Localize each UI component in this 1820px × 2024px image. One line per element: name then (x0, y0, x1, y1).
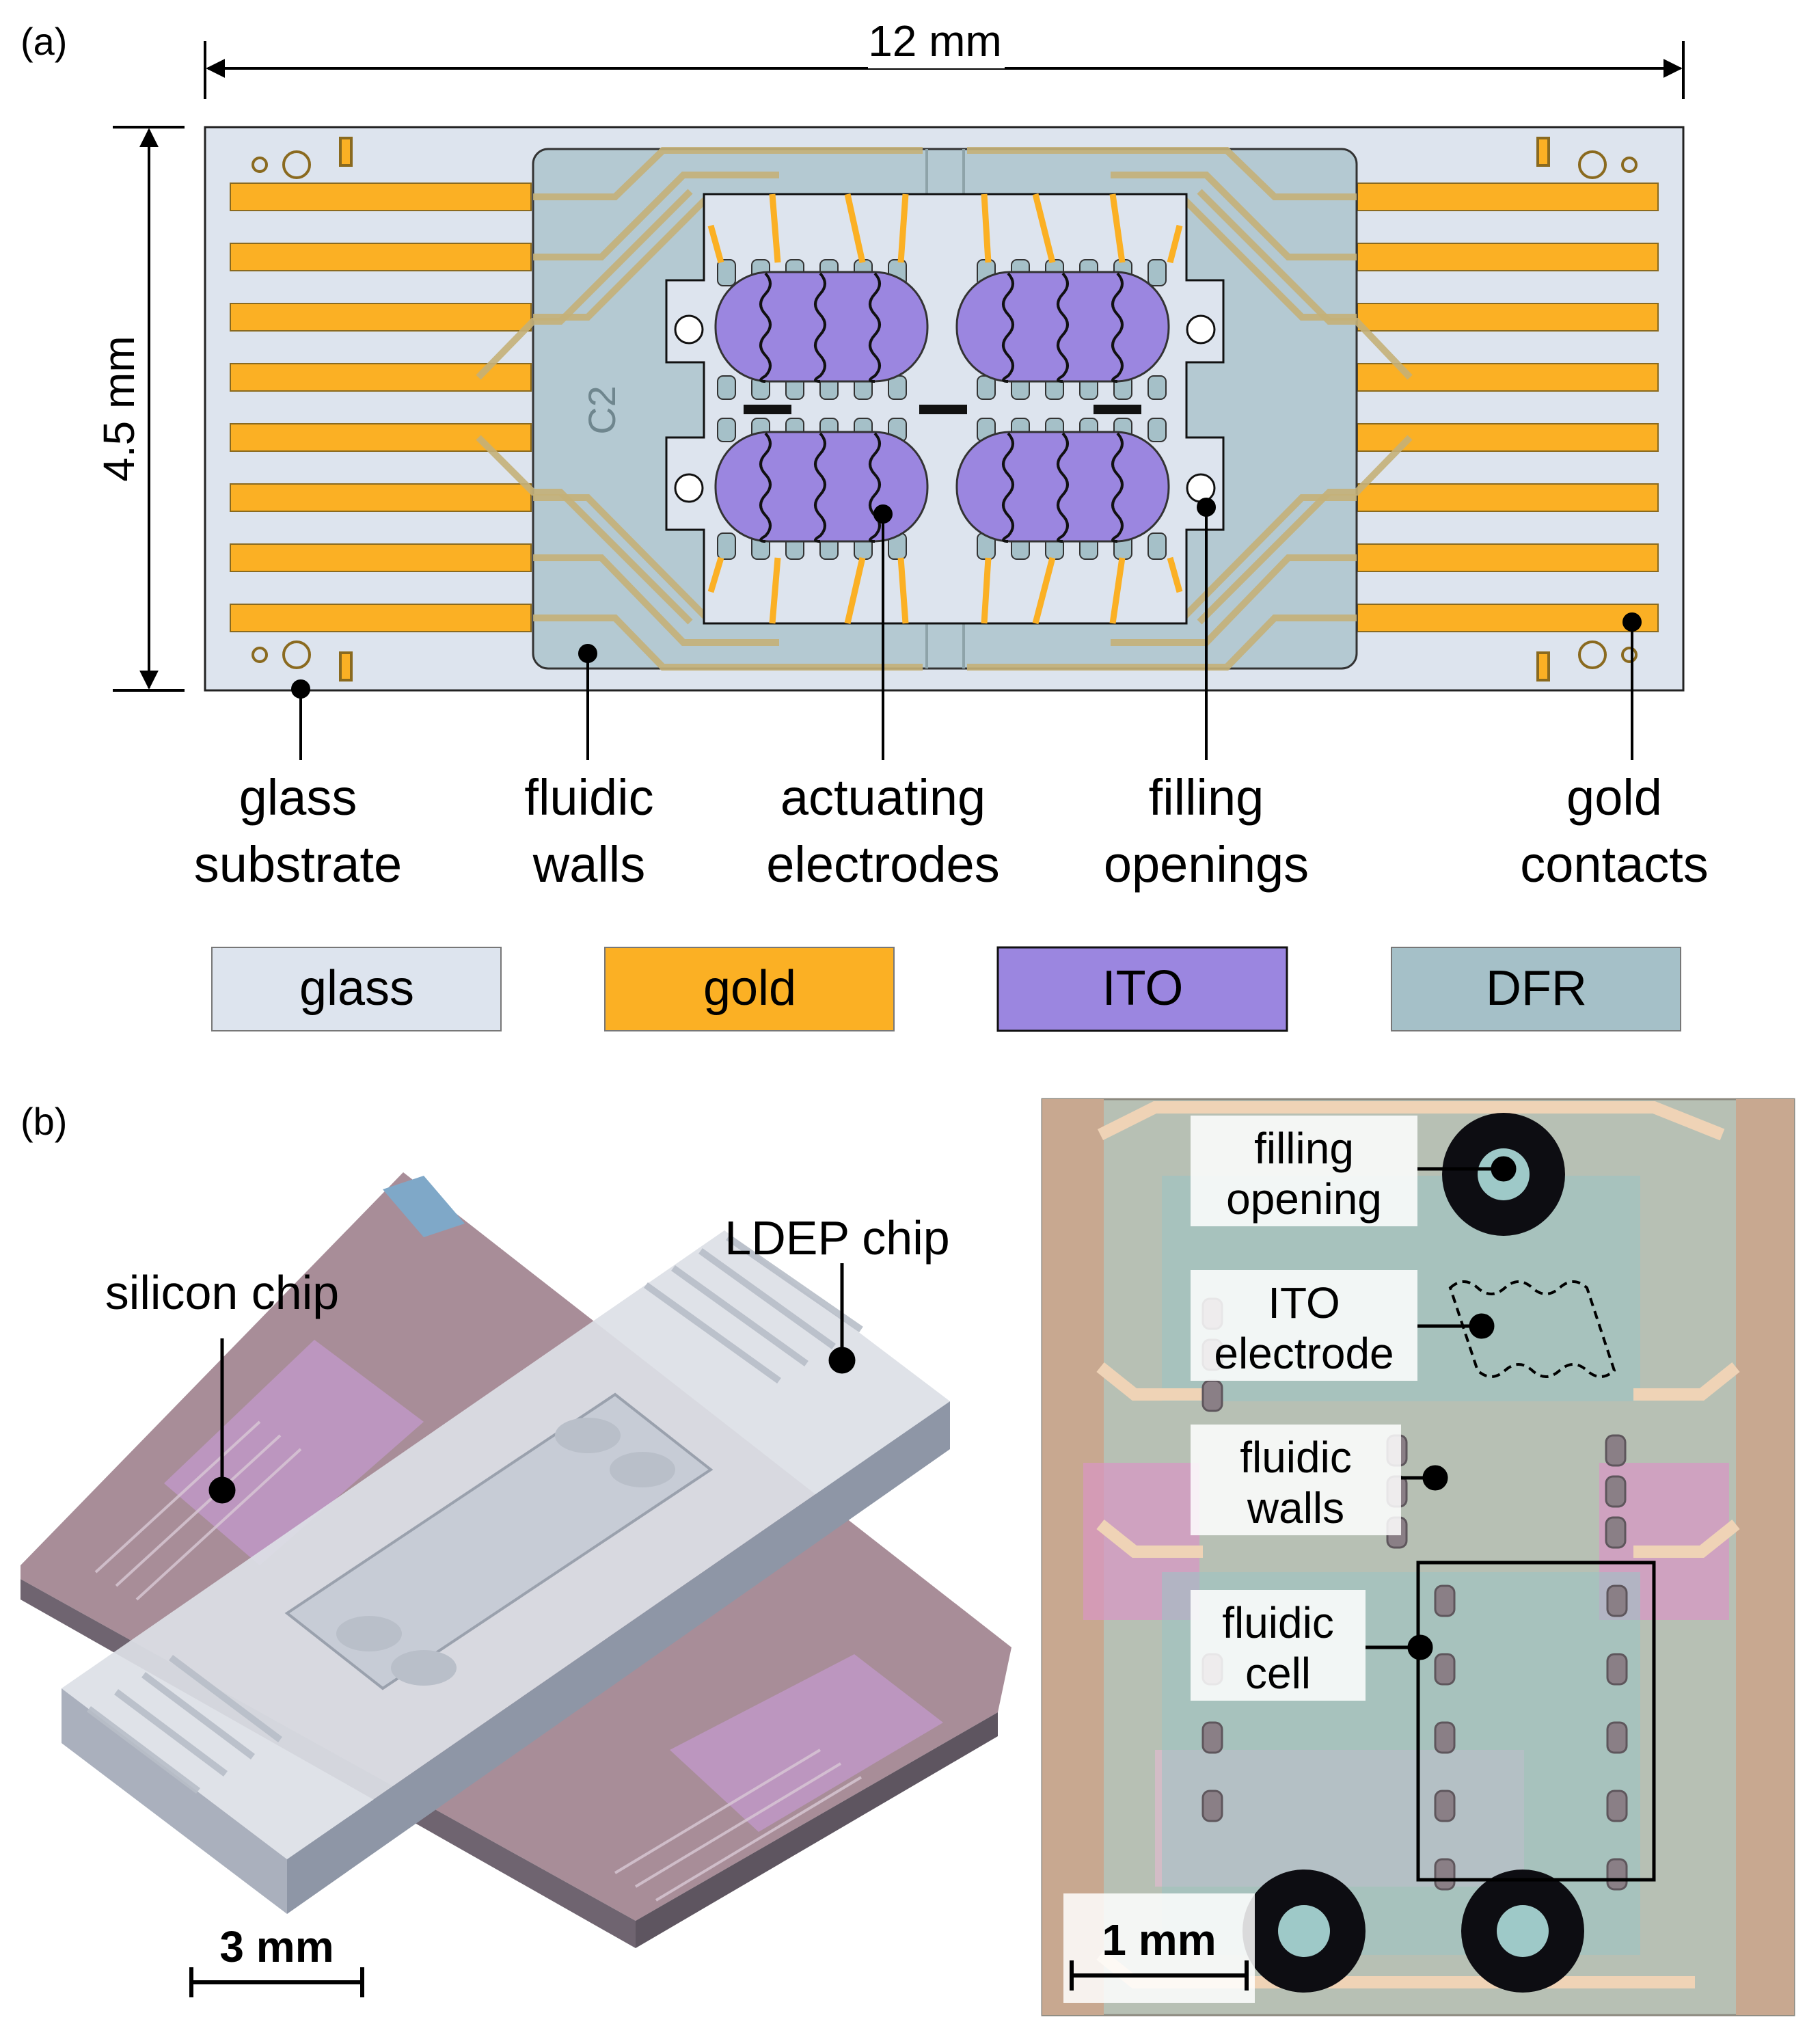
silicon-chip-label: silicon chip (105, 1266, 339, 1319)
mg-label-opening-line1: filling (1254, 1124, 1354, 1173)
height-dimension-label: 4.5 mm (94, 336, 144, 481)
gold-contacts-left (230, 183, 532, 632)
legend-swatch-glass (211, 947, 502, 1031)
legend-swatch-ito (996, 946, 1288, 1032)
callout-gold-line1: gold (1566, 769, 1662, 826)
legend-swatch-gold (604, 947, 895, 1031)
callout-labels: glass substrate fluidic walls actuating … (194, 769, 1709, 893)
mg-label-walls-line1: fluidic (1240, 1433, 1352, 1482)
scale-bar-1mm (1063, 1893, 1255, 2003)
width-dimension-label: 12 mm (868, 16, 1002, 66)
micrograph-labels: filling opening ITO electrode fluidic wa… (1214, 1124, 1394, 1698)
mg-label-opening-line2: opening (1226, 1174, 1382, 1224)
scale-label-1mm: 1 mm (1102, 1915, 1216, 1965)
ldep-chip-label: LDEP chip (724, 1211, 949, 1265)
fluidic-cell-outline (1416, 1561, 1656, 1882)
material-legend: glass gold ITO DFR (211, 946, 1681, 1032)
alignment-marks (252, 137, 1638, 682)
scale-label-3mm: 3 mm (219, 1922, 334, 1971)
legend-swatch-dfr (1391, 947, 1681, 1031)
callout-glass-line2: substrate (194, 836, 402, 893)
filling-openings (674, 314, 1216, 503)
micrograph-photo (1041, 1098, 1795, 2016)
callout-electrodes-line2: electrodes (766, 836, 999, 893)
panel-a: (a) 12 mm 4.5 mm (21, 16, 1709, 1032)
electrode-gaps (759, 272, 1124, 543)
legend-label-gold: gold (703, 961, 796, 1016)
mg-label-walls-line2: walls (1247, 1483, 1344, 1533)
callout-openings-line1: filling (1149, 769, 1264, 826)
callout-walls-line1: fluidic (524, 769, 653, 826)
callout-walls-line2: walls (532, 836, 645, 893)
chip-stack-photo (21, 1172, 1011, 1948)
chamber-leads (707, 193, 1183, 625)
center-pads (744, 405, 1141, 414)
callout-leaders (291, 498, 1642, 760)
callout-gold-line2: contacts (1520, 836, 1709, 893)
panel-a-tag: (a) (21, 20, 67, 63)
panel-b: (b) (21, 1098, 1795, 2016)
mg-label-ito-line2: electrode (1214, 1329, 1394, 1378)
mg-label-ito-line1: ITO (1268, 1278, 1340, 1327)
legend-label-dfr: DFR (1486, 961, 1587, 1016)
mg-label-cell-line1: fluidic (1222, 1598, 1334, 1647)
callout-glass-line1: glass (239, 769, 357, 826)
callout-electrodes-line1: actuating (780, 769, 986, 826)
ito-electrode-outline (1448, 1280, 1616, 1378)
panel-b-tag: (b) (21, 1100, 67, 1143)
callout-openings-line2: openings (1104, 836, 1309, 893)
legend-label-glass: glass (299, 961, 414, 1016)
scale-bar-3mm (189, 1967, 364, 1997)
mg-label-cell-line2: cell (1245, 1649, 1311, 1698)
chip-id-label: C2 (580, 386, 623, 435)
gold-contacts-right (1357, 183, 1659, 632)
legend-label-ito: ITO (1102, 961, 1184, 1016)
